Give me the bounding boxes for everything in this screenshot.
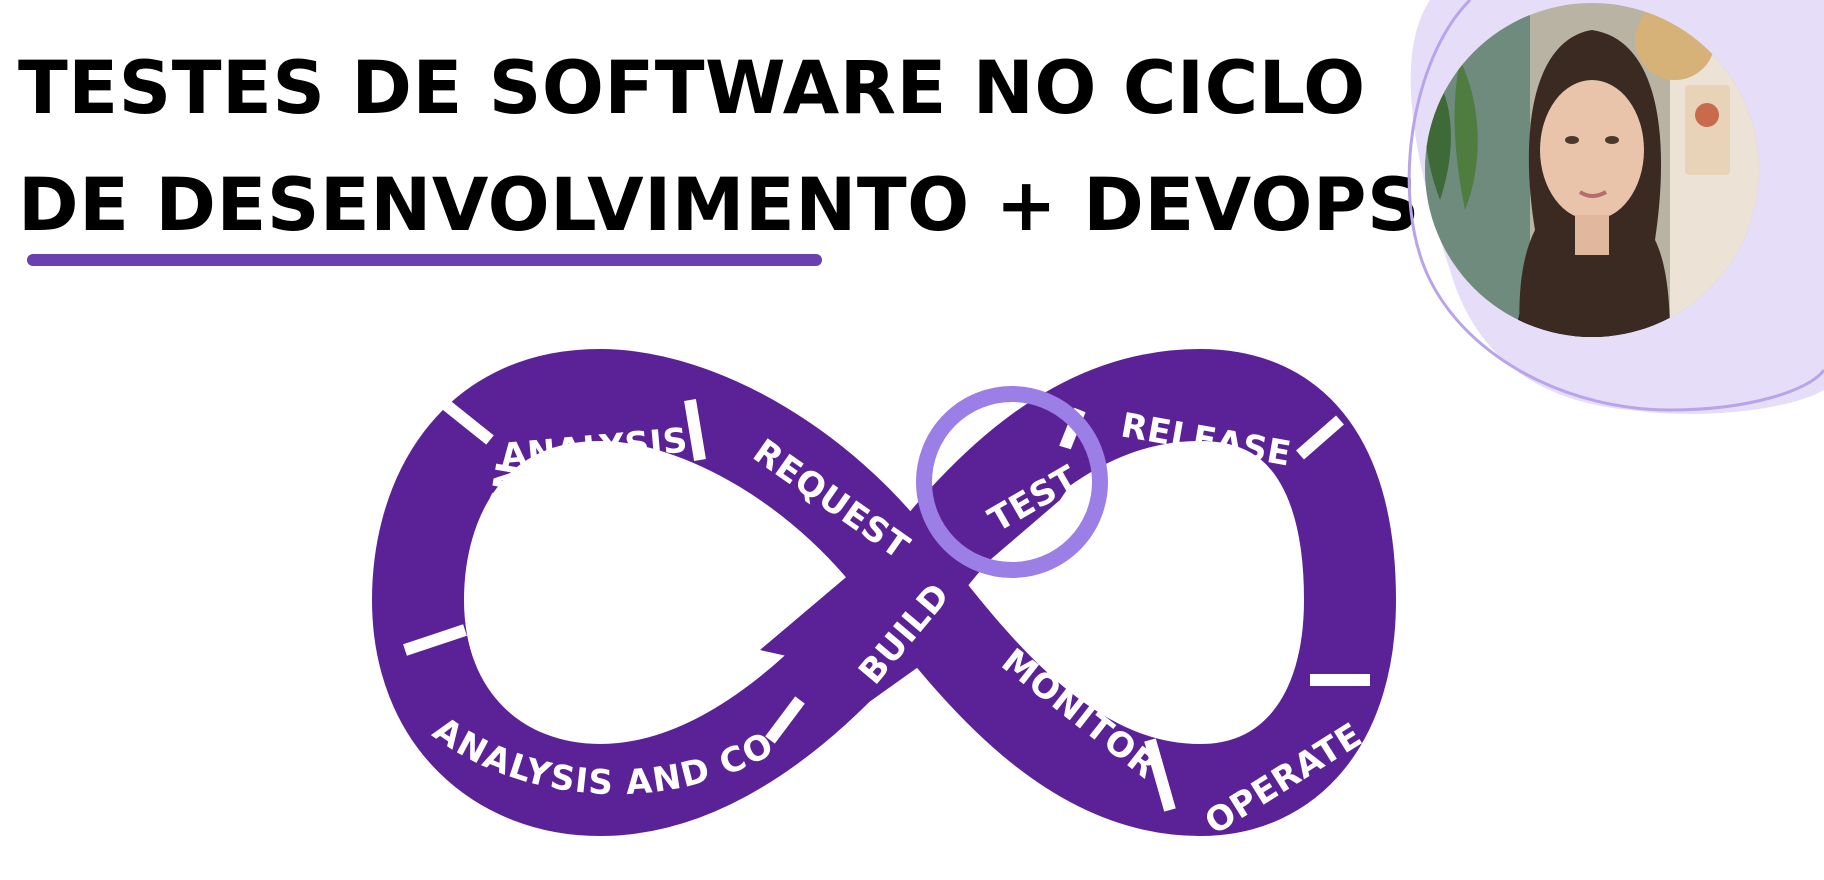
test-segment: [930, 440, 1090, 560]
segment-separators: [403, 395, 1370, 812]
build-arrow: [760, 540, 970, 730]
stage-deploy: DEPLOY: [1397, 530, 1475, 687]
presenter-face: [1540, 80, 1644, 220]
slide-title: TESTES DE SOFTWARE NO CICLO DE DESENVOLV…: [18, 30, 1420, 264]
test-highlight-ring: [916, 386, 1108, 578]
presenter-video: [1407, 0, 1824, 414]
slide-title-line-2: DE DESENVOLVIMENTO + DEVOPS: [18, 163, 1421, 248]
wall-art: [1685, 85, 1730, 175]
presenter-backdrop-outline: [1407, 0, 1824, 412]
slide-title-line-1: TESTES DE SOFTWARE NO CICLO: [18, 46, 1366, 131]
title-underline: [27, 254, 822, 266]
